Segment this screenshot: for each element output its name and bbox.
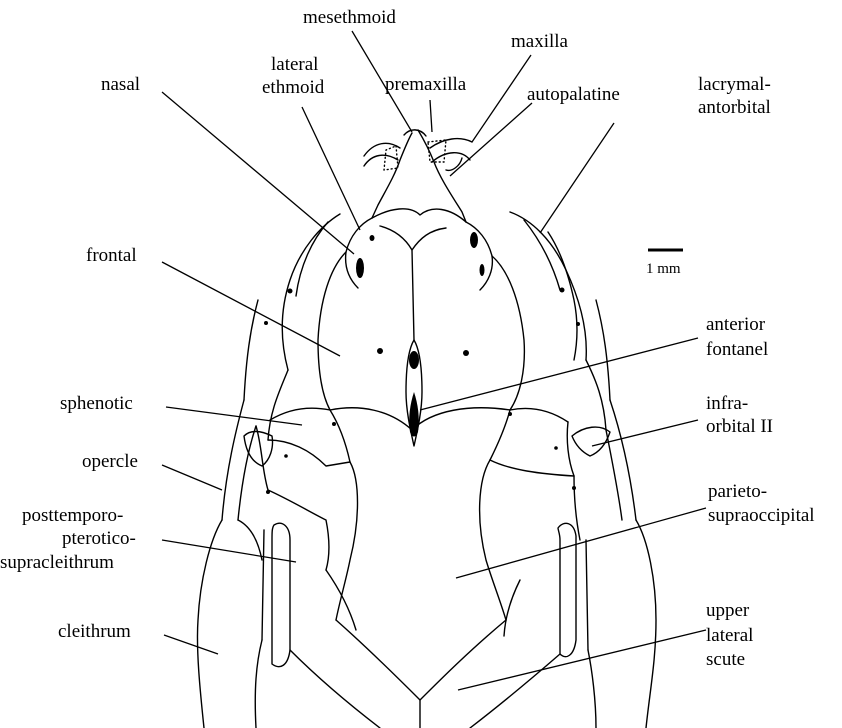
label-posttemporo-line3: supracleithrum <box>0 552 114 573</box>
label-lacrymal-antorbital-line2: antorbital <box>698 97 771 118</box>
label-opercle: opercle <box>82 451 138 472</box>
label-parieto-supraoccipital-line1: parieto- <box>708 481 767 502</box>
label-lateral-ethmoid-line1: lateral <box>271 54 318 75</box>
label-sphenotic: sphenotic <box>60 393 133 414</box>
label-frontal: frontal <box>86 245 137 266</box>
label-infraorbital-ii-line1: infra- <box>706 393 748 414</box>
label-anterior-fontanel-line1: anterior <box>706 314 766 335</box>
label-infraorbital-ii-line2: orbital II <box>706 416 773 437</box>
label-upper-lateral-scute-line1: upper <box>706 600 750 621</box>
leader-lines <box>162 31 706 690</box>
labels: mesethmoid maxilla lateral ethmoid nasal… <box>0 7 815 670</box>
label-posttemporo-pterotico-supracleithrum: posttemporo- pterotico- supracleithrum <box>0 505 141 573</box>
scale-bar: 1 mm <box>646 250 683 277</box>
label-upper-lateral-scute-line2: lateral <box>706 625 753 646</box>
label-premaxilla: premaxilla <box>385 74 467 95</box>
scale-bar-label: 1 mm <box>646 261 681 277</box>
label-cleithrum: cleithrum <box>58 621 131 642</box>
label-autopalatine: autopalatine <box>527 84 620 105</box>
label-lacrymal-antorbital: lacrymal- antorbital <box>698 74 776 118</box>
label-anterior-fontanel-line2: fontanel <box>706 339 768 360</box>
label-lacrymal-antorbital-line1: lacrymal- <box>698 74 771 95</box>
label-parieto-supraoccipital: parieto- supraoccipital <box>708 481 815 526</box>
label-mesethmoid: mesethmoid <box>303 7 396 28</box>
label-upper-lateral-scute-line3: scute <box>706 649 745 670</box>
skull-outline <box>197 130 656 728</box>
label-posttemporo-line1: posttemporo- <box>22 505 123 526</box>
label-maxilla: maxilla <box>511 31 569 52</box>
label-posttemporo-line2: pterotico- <box>62 528 136 549</box>
label-parieto-supraoccipital-line2: supraoccipital <box>708 505 815 526</box>
label-nasal: nasal <box>101 74 140 95</box>
label-lateral-ethmoid-line2: ethmoid <box>262 77 325 98</box>
label-upper-lateral-scute: upper lateral scute <box>706 600 758 670</box>
label-anterior-fontanel: anterior fontanel <box>706 314 770 360</box>
label-lateral-ethmoid: lateral ethmoid <box>262 54 325 98</box>
label-infraorbital-ii: infra- orbital II <box>706 393 773 437</box>
